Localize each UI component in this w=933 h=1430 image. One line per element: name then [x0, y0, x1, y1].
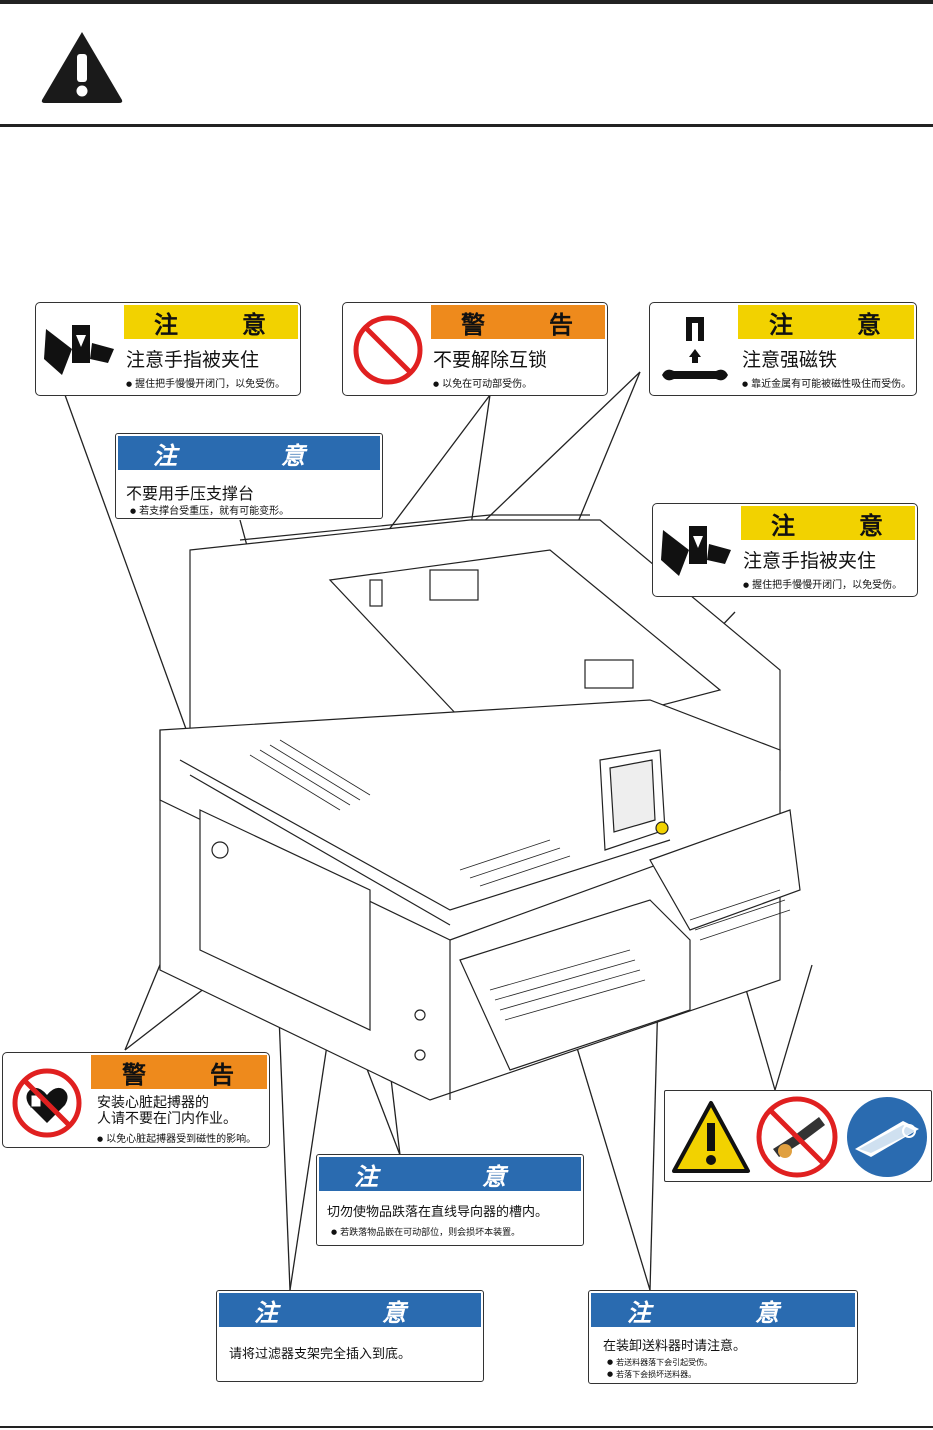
label-header-text: 注 意: [771, 506, 903, 541]
label-header-text: 注 意: [153, 436, 345, 471]
label-sub-text: 靠近金属有可能被磁性吸住而受伤。: [742, 375, 911, 390]
label-header-text: 注 意: [354, 1157, 546, 1192]
feeder-drop-prohibited-icon: [755, 1095, 839, 1179]
label-header-text: 注 意: [627, 1293, 819, 1328]
label-strong-magnet-caution: 注 意 注意强磁铁 靠近金属有可能被磁性吸住而受伤。: [649, 302, 917, 396]
label-header: 警 告: [91, 1055, 267, 1089]
label-sub-text: 若支撑台受重压，就有可能变形。: [130, 502, 289, 517]
label-main-text: 在装卸送料器时请注意。: [603, 1335, 746, 1354]
label-sub-text-2: 若落下会损坏送料器。: [607, 1369, 696, 1380]
label-sub-text: 以免心脏起搏器受到磁性的影响。: [97, 1130, 256, 1145]
footer-rule: [0, 1426, 933, 1428]
label-main-text: 注意手指被夹住: [743, 546, 876, 573]
label-header: 警 告: [431, 305, 605, 339]
label-sub-text: 握住把手慢慢开闭门，以免受伤。: [126, 375, 285, 390]
mounter-machine-illustration: [130, 510, 810, 1120]
label-support-table-caution: 注 意 不要用手压支撑台 若支撑台受重压，就有可能变形。: [115, 433, 383, 519]
label-main-text: 请将过滤器支架完全插入到底。: [229, 1343, 411, 1362]
label-header: 注 意: [118, 436, 380, 470]
prohibition-icon: [351, 313, 425, 387]
label-sub-text: 以免在可动部受伤。: [433, 375, 532, 390]
label-linear-guide-caution: 注 意 切勿使物品跌落在直线导向器的槽内。 若跌落物品嵌在可动部位，则会损坏本装…: [316, 1154, 584, 1246]
label-header: 注 意: [738, 305, 914, 339]
feeder-handling-icon: [845, 1095, 929, 1179]
label-main-text-line2: 人请不要在门内作业。: [97, 1111, 237, 1127]
label-header-text: 注 意: [254, 1293, 446, 1328]
label-pacemaker-warning: 警 告 安装心脏起搏器的 人请不要在门内作业。 以免心脏起搏器受到磁性的影响。: [2, 1052, 270, 1148]
label-pinch-hazard-caution-1: 注 意 注意手指被夹住 握住把手慢慢开闭门，以免受伤。: [35, 302, 301, 396]
label-main-text: 不要解除互锁: [433, 345, 547, 372]
pictogram-label: [664, 1090, 932, 1182]
label-sub-text-1: 若送料器落下会引起受伤。: [607, 1357, 712, 1368]
label-header: 注 意: [591, 1293, 855, 1327]
label-header: 注 意: [219, 1293, 481, 1327]
label-main-text: 注意手指被夹住: [126, 345, 259, 372]
label-header-text: 注 意: [154, 305, 286, 340]
label-main-text: 注意强磁铁: [742, 345, 837, 372]
pinch-hand-icon: [659, 520, 735, 580]
label-sub-text: 握住把手慢慢开闭门，以免受伤。: [743, 576, 902, 591]
label-header: 注 意: [319, 1157, 581, 1191]
label-header-text: 警 告: [122, 1055, 254, 1090]
label-feeder-handling-caution: 注 意 在装卸送料器时请注意。 若送料器落下会引起受伤。 若落下会损坏送料器。: [588, 1290, 858, 1384]
label-main-text: 不要用手压支撑台: [126, 480, 254, 504]
pinch-hand-icon: [42, 319, 118, 379]
label-sub-text: 若跌落物品嵌在可动部位，则会损坏本装置。: [331, 1225, 520, 1238]
label-pinch-hazard-caution-2: 注 意 注意手指被夹住 握住把手慢慢开闭门，以免受伤。: [652, 503, 918, 597]
label-header: 注 意: [124, 305, 298, 339]
label-header-text: 警 告: [461, 305, 593, 340]
magnet-icon: [656, 313, 734, 389]
label-filter-holder-caution: 注 意 请将过滤器支架完全插入到底。: [216, 1290, 484, 1382]
label-header: 注 意: [741, 506, 915, 540]
label-interlock-warning: 警 告 不要解除互锁 以免在可动部受伤。: [342, 302, 608, 396]
warning-triangle-icon: [671, 1099, 751, 1175]
pacemaker-prohibited-icon: [9, 1065, 85, 1141]
label-main-text: 切勿使物品跌落在直线导向器的槽内。: [327, 1201, 548, 1220]
label-main-text-line1: 安装心脏起搏器的: [97, 1095, 209, 1111]
label-header-text: 注 意: [769, 305, 901, 340]
